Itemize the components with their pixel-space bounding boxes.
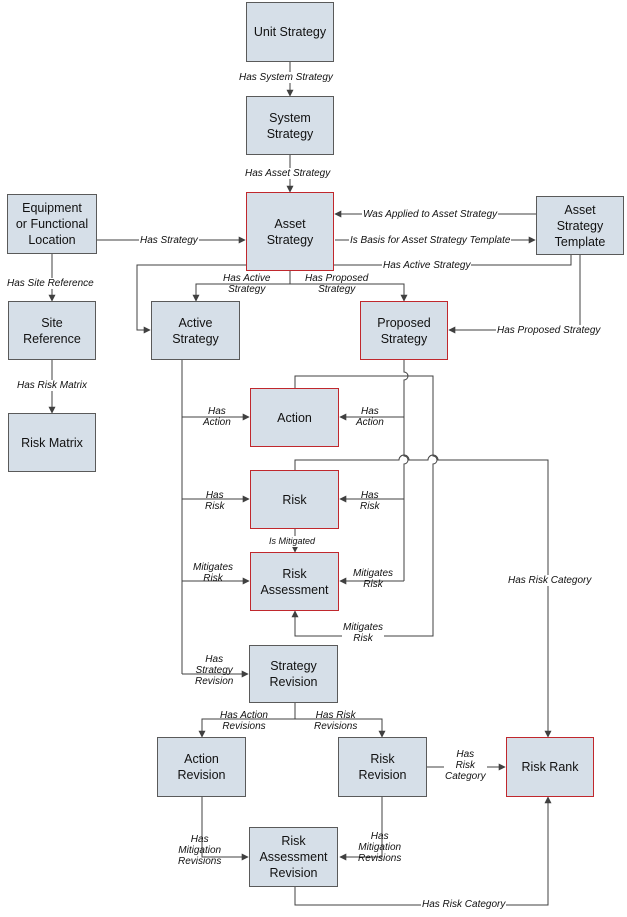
label-has-risk-revisions: Has Risk Revisions bbox=[314, 710, 358, 732]
label-has-strategy: Has Strategy bbox=[139, 235, 199, 246]
node-risk-matrix: Risk Matrix bbox=[8, 413, 96, 472]
label-was-applied: Was Applied to Asset Strategy bbox=[362, 209, 499, 220]
label-has-site-reference: Has Site Reference bbox=[6, 278, 95, 289]
node-asset-strategy-template: Asset Strategy Template bbox=[536, 196, 624, 255]
edge-has-active-strategy bbox=[192, 283, 290, 302]
label-has-active-strategy: Has Active Strategy bbox=[223, 273, 271, 295]
node-site-reference: Site Reference bbox=[8, 301, 96, 360]
node-strategy-revision: Strategy Revision bbox=[249, 645, 338, 703]
label-revision-has-risk-category: Has Risk Category bbox=[444, 749, 487, 782]
label-risk-has-risk-category: Has Risk Category bbox=[507, 575, 593, 586]
node-risk-revision: Risk Revision bbox=[338, 737, 427, 797]
label-action-mitigation-revisions: Has Mitigation Revisions bbox=[178, 834, 222, 867]
label-active-has-risk: Has Risk bbox=[205, 490, 225, 512]
label-is-mitigated: Is Mitigated bbox=[268, 536, 317, 547]
label-assessment-has-risk-category: Has Risk Category bbox=[421, 899, 507, 910]
edge-risk-has-risk-category bbox=[294, 454, 552, 738]
node-risk-rank: Risk Rank bbox=[506, 737, 594, 797]
node-risk-assessment: Risk Assessment bbox=[250, 552, 339, 611]
label-active-mitigates-risk: Mitigates Risk bbox=[193, 562, 234, 584]
label-has-asset-strategy: Has Asset Strategy bbox=[244, 168, 332, 179]
label-has-risk-matrix: Has Risk Matrix bbox=[16, 380, 89, 391]
node-active-strategy: Active Strategy bbox=[151, 301, 240, 360]
node-risk: Risk bbox=[250, 470, 339, 529]
label-proposed-mitigates-risk: Mitigates Risk bbox=[353, 568, 394, 590]
edge-has-risk-revisions bbox=[295, 718, 386, 738]
node-unit-strategy: Unit Strategy bbox=[246, 2, 334, 62]
label-has-action-revisions: Has Action Revisions bbox=[220, 710, 268, 732]
label-template-has-active-strategy: Has Active Strategy bbox=[382, 260, 472, 271]
label-action-mitigates-risk: Mitigates Risk bbox=[342, 622, 385, 644]
node-system-strategy: System Strategy bbox=[246, 96, 334, 155]
edge-proposed-trunk bbox=[403, 360, 409, 581]
edge-has-action-revisions bbox=[198, 718, 295, 738]
label-active-has-action: Has Action bbox=[203, 406, 231, 428]
label-proposed-has-risk: Has Risk bbox=[360, 490, 380, 512]
edge-action-mitigation-revisions bbox=[201, 797, 249, 861]
label-template-has-proposed-strategy: Has Proposed Strategy bbox=[496, 325, 602, 336]
edge-action-mitigates-risk bbox=[291, 375, 438, 637]
node-asset-strategy: Asset Strategy bbox=[246, 192, 334, 271]
label-proposed-has-action: Has Action bbox=[356, 406, 384, 428]
edge-risk-mitigation-revisions bbox=[339, 797, 383, 861]
label-has-proposed-strategy: Has Proposed Strategy bbox=[305, 273, 369, 295]
node-equipment-or-functional-location: Equipment or Functional Location bbox=[7, 194, 97, 254]
node-proposed-strategy: Proposed Strategy bbox=[360, 301, 448, 360]
label-is-basis: Is Basis for Asset Strategy Template bbox=[349, 235, 512, 246]
node-risk-assessment-revision: Risk Assessment Revision bbox=[249, 827, 338, 887]
label-has-strategy-revision: Has Strategy Revision bbox=[195, 654, 234, 687]
node-action: Action bbox=[250, 388, 339, 447]
edge-has-proposed-strategy bbox=[290, 283, 408, 302]
node-action-revision: Action Revision bbox=[157, 737, 246, 797]
label-risk-mitigation-revisions: Has Mitigation Revisions bbox=[358, 831, 402, 864]
label-has-system-strategy: Has System Strategy bbox=[238, 72, 334, 83]
